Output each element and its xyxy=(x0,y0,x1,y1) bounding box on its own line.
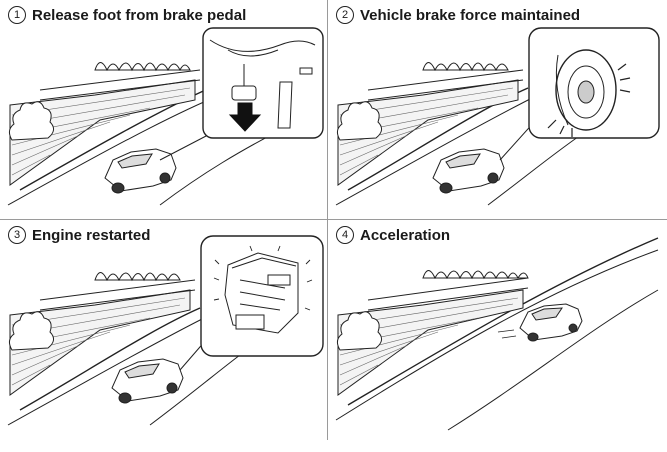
car-icon xyxy=(432,148,505,194)
panel-release-brake: 1 Release foot from brake pedal xyxy=(0,0,327,219)
panel-acceleration: 4 Acceleration xyxy=(328,220,667,439)
step-number: 4 xyxy=(336,226,354,244)
panel-brake-maintained: 2 Vehicle brake force maintained xyxy=(328,0,667,219)
step-number: 3 xyxy=(8,226,26,244)
car-icon xyxy=(519,303,583,342)
step-title: Release foot from brake pedal xyxy=(32,6,247,24)
down-arrow-icon xyxy=(228,102,262,132)
panel-title: 4 Acceleration xyxy=(336,226,450,244)
step-title: Engine restarted xyxy=(32,226,151,244)
step-number: 1 xyxy=(8,6,26,24)
panel-title: 3 Engine restarted xyxy=(8,226,150,244)
panel-title: 2 Vehicle brake force maintained xyxy=(336,6,580,24)
panel-title: 1 Release foot from brake pedal xyxy=(8,6,246,24)
engine-icon xyxy=(224,252,299,334)
acceleration-scene xyxy=(335,237,659,431)
car-icon xyxy=(104,148,177,194)
step-title: Acceleration xyxy=(360,226,451,244)
brake-maintained-scene xyxy=(335,27,660,206)
step-title: Vehicle brake force maintained xyxy=(360,6,581,24)
horizontal-divider xyxy=(0,219,667,220)
engine-restart-scene xyxy=(7,235,324,426)
step-number: 2 xyxy=(336,6,354,24)
car-icon xyxy=(111,358,184,404)
vertical-divider xyxy=(327,0,328,440)
brake-release-scene xyxy=(7,27,324,206)
panel-engine-restarted: 3 Engine restarted xyxy=(0,220,327,439)
